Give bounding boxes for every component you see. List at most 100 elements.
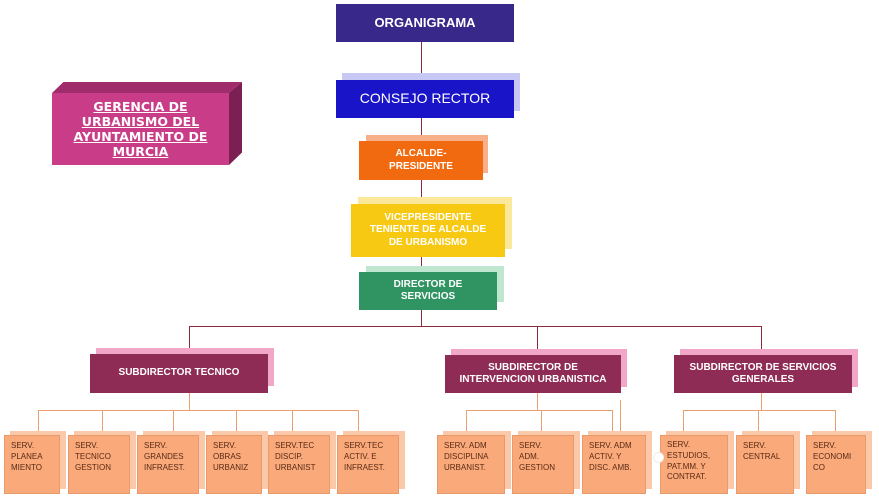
- gerencia-label-line-4: MURCIA: [112, 144, 169, 159]
- connector-title-consejo: [421, 42, 422, 80]
- connector-consejo-alcalde: [421, 118, 422, 140]
- connector-alcalde-vice: [421, 180, 422, 204]
- connector-serv-7: [466, 410, 467, 434]
- subdirector-generales-line-2: GENERALES: [731, 374, 795, 385]
- director-label-line-2: SERVICIOS: [400, 291, 456, 302]
- gerencia-label: GERENCIA DE URBANISMO DEL AYUNTAMIENTO D…: [74, 99, 208, 159]
- connector-serv-6: [358, 410, 359, 434]
- vicepresidente-label-line-2: TENIENTE DE ALCALDE: [369, 224, 487, 236]
- connector-vice-director: [421, 256, 422, 272]
- connector-extra-tick: [620, 400, 621, 434]
- alcalde-label-line-2: PRESIDENTE: [389, 160, 453, 172]
- service-7-line-1: SERV. ADM: [444, 441, 487, 450]
- subdirector-intervencion-label: SUBDIRECTOR DE INTERVENCION URBANISTICA: [459, 362, 606, 387]
- service-7-line-3: URBANIST.: [444, 462, 486, 472]
- subdirector-tecnico-box: SUBDIRECTOR TECNICO: [90, 354, 268, 393]
- consejo-rector-box: CONSEJO RECTOR: [336, 80, 514, 118]
- gerencia-label-line-1: GERENCIA DE: [93, 99, 188, 114]
- service-10-line-2: ESTUDIOS,: [667, 450, 711, 460]
- service-10-line-3: PAT.MM. Y: [667, 461, 706, 471]
- service-3-line-2: GRANDES: [144, 451, 184, 461]
- subdirector-intervencion-box: SUBDIRECTOR DE INTERVENCION URBANISTICA: [445, 355, 621, 393]
- gerencia-label-line-2: URBANISMO DEL: [81, 114, 200, 129]
- connector-intervencion-down: [537, 393, 538, 410]
- organigrama-title: ORGANIGRAMA: [336, 4, 514, 42]
- service-5-line-3: URBANIST: [275, 462, 316, 472]
- gerencia-label-line-3: AYUNTAMIENTO DE: [73, 129, 208, 144]
- service-grandes-infraest: SERV. GRANDES INFRAEST.: [137, 435, 199, 494]
- service-adm-gestion: SERV. ADM. GESTION: [512, 435, 574, 494]
- service-4-line-2: OBRAS: [213, 451, 242, 461]
- connector-drop-intervencion: [537, 326, 538, 354]
- service-5-line-2: DISCIP.: [275, 451, 303, 461]
- service-1-line-3: MIENTO: [11, 462, 42, 472]
- alcalde-label-line-1: ALCALDE-: [395, 148, 447, 159]
- director-label: DIRECTOR DE SERVICIOS: [394, 279, 463, 304]
- service-6-line-1: SERV.TEC: [344, 441, 384, 450]
- service-estudios: SERV. ESTUDIOS, PAT.MM. Y CONTRAT.: [660, 435, 728, 494]
- subdirector-intervencion-line-2: INTERVENCION URBANISTICA: [459, 374, 607, 385]
- service-11-line-2: CENTRAL: [743, 451, 781, 461]
- service-11-line-1: SERV.: [743, 441, 767, 450]
- service-12-line-2: ECONOMI: [813, 451, 852, 461]
- organigrama-title-text: ORGANIGRAMA: [374, 14, 476, 30]
- service-2-line-2: TECNICO: [75, 451, 111, 461]
- service-tecnico-gestion: SERV. TECNICO GESTION: [68, 435, 130, 494]
- service-6-line-3: INFRAEST.: [344, 462, 385, 472]
- service-4-line-3: URBANIZ: [213, 462, 249, 472]
- service-5-line-1: SERV.TEC: [275, 441, 315, 450]
- gerencia-box-side: [229, 82, 242, 165]
- director-servicios-box: DIRECTOR DE SERVICIOS: [359, 272, 497, 310]
- service-12-line-1: SERV.: [813, 441, 837, 450]
- service-6-line-2: ACTIV. E: [344, 451, 377, 461]
- vicepresidente-box: VICEPRESIDENTE TENIENTE DE ALCALDE DE UR…: [351, 204, 505, 257]
- connector-serv-11: [758, 410, 759, 434]
- service-2-line-3: GESTION: [75, 462, 112, 472]
- subdirector-tecnico-label: SUBDIRECTOR TECNICO: [118, 367, 240, 379]
- connector-director-bus: [421, 310, 422, 327]
- connector-serv-9: [612, 410, 613, 434]
- connector-serv-8: [541, 410, 542, 434]
- connector-serv-1: [38, 410, 39, 434]
- service-economico: SERV. ECONOMI CO: [806, 435, 866, 494]
- service-adm-activ: SERV. ADM ACTIV. Y DISC. AMB.: [582, 435, 646, 494]
- service-1-line-1: SERV.: [11, 441, 35, 450]
- service-3-line-1: SERV.: [144, 441, 168, 450]
- alcalde-label: ALCALDE- PRESIDENTE: [389, 148, 453, 173]
- connector-generales-bus: [683, 410, 835, 411]
- service-9-line-2: ACTIV. Y: [589, 451, 622, 461]
- connector-tecnico-down: [189, 393, 190, 410]
- connector-subdirector-bus: [189, 326, 762, 327]
- connector-drop-generales: [761, 326, 762, 354]
- service-12-line-3: CO: [813, 462, 825, 472]
- service-7-line-2: DISCIPLINA: [444, 451, 489, 461]
- service-8-line-3: GESTION: [519, 462, 556, 472]
- consejo-rector-label: CONSEJO RECTOR: [359, 90, 491, 107]
- service-8-line-1: SERV.: [519, 441, 543, 450]
- service-10-line-1: SERV.: [667, 440, 691, 449]
- vicepresidente-label: VICEPRESIDENTE TENIENTE DE ALCALDE DE UR…: [370, 212, 486, 250]
- connector-generales-down: [761, 393, 762, 410]
- connector-serv-12: [835, 410, 836, 434]
- connector-serv-3: [173, 410, 174, 434]
- service-central: SERV. CENTRAL: [736, 435, 794, 494]
- gerencia-box-front: GERENCIA DE URBANISMO DEL AYUNTAMIENTO D…: [52, 93, 229, 165]
- connector-tecnico-bus: [38, 410, 358, 411]
- service-9-line-3: DISC. AMB.: [589, 462, 632, 472]
- vicepresidente-label-line-1: VICEPRESIDENTE: [384, 211, 472, 223]
- subdirector-generales-box: SUBDIRECTOR DE SERVICIOS GENERALES: [674, 355, 852, 393]
- gerencia-box-top: [52, 82, 242, 93]
- subdirector-generales-line-1: SUBDIRECTOR DE SERVICIOS: [689, 361, 837, 373]
- subdirector-intervencion-line-1: SUBDIRECTOR DE: [488, 361, 578, 373]
- service-1-line-2: PLANEA: [11, 451, 43, 461]
- service-planeamiento: SERV. PLANEA MIENTO: [4, 435, 60, 494]
- connector-intervencion-bus: [466, 410, 612, 411]
- service-tec-discip: SERV.TEC DISCIP. URBANIST: [268, 435, 330, 494]
- alcalde-box: ALCALDE- PRESIDENTE: [359, 141, 483, 180]
- service-4-line-1: SERV.: [213, 441, 237, 450]
- service-3-line-3: INFRAEST.: [144, 462, 185, 472]
- connector-serv-2: [102, 410, 103, 434]
- connector-drop-tecnico: [189, 326, 190, 354]
- service-8-line-2: ADM.: [519, 451, 539, 461]
- service-obras-urbaniz: SERV. OBRAS URBANIZ: [206, 435, 262, 494]
